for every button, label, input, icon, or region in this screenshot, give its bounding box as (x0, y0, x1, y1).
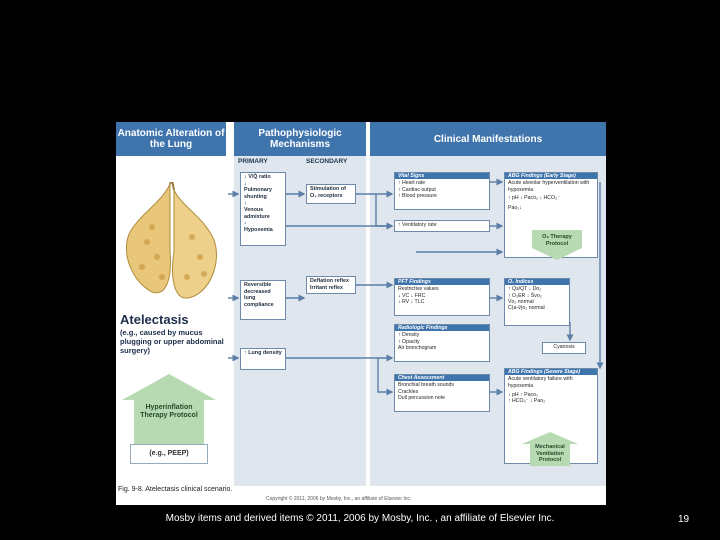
o2-protocol-arrow (532, 230, 582, 260)
mechanism-density-text: ↑ Lung density (244, 350, 282, 356)
secondary-stimulation: Stimulation of O₂ receptors (306, 184, 356, 204)
header-pathophysiologic: Pathophysiologic Mechanisms (234, 122, 366, 156)
chest-assessment-header: Chest Assessment (395, 375, 489, 382)
radiologic-line: ↑ Density (398, 332, 420, 339)
radiologic-header: Radiologic Findings (395, 325, 489, 332)
mechanism-hypoxemia: Hypoxemia (244, 226, 273, 233)
o2-protocol-label: O₂ Therapy Protocol (542, 234, 572, 247)
figure-copyright: Copyright © 2011, 2006 by Mosby, Inc., a… (266, 496, 412, 502)
pft-line: ↓ RV ↓ TLC (398, 298, 425, 305)
deflation-text: Deflation reflex Irritant reflex (310, 278, 349, 291)
abg-early-line: ↑ pH ↓ Paco₂ ↓ HCO₃⁻ (508, 194, 560, 201)
ventilation-protocol-label: Mechanical Ventilation Protocol (535, 444, 565, 463)
chest-line: Bronchial breath sounds (398, 382, 454, 389)
arrow-down: ↓ (244, 220, 247, 227)
vital-sign-line: ↑ Cardiac output (398, 186, 436, 193)
figure-caption: Fig. 9-8. Atelectasis clinical scenario. (118, 486, 233, 493)
chest-assessment-box: Chest Assessment Bronchial breath sounds… (394, 374, 490, 412)
primary-label: PRIMARY (238, 158, 268, 165)
abg-severe-line: ↑ HCO₃⁻ ↓ Pao₂ (508, 398, 546, 405)
mechanism-vq-ratio: ↓ V̇/Q̇ ratio (244, 174, 271, 180)
atelectasis-description: (e.g., caused by mucus plugging or upper… (120, 328, 224, 355)
header-clinical: Clinical Manifestations (370, 122, 606, 156)
o2-indices-header: O₂ Indices (505, 279, 569, 286)
cyanosis-box: Cyanosis (542, 342, 586, 354)
secondary-deflation: Deflation reflex Irritant reflex (306, 276, 356, 294)
connector-lines (228, 178, 604, 396)
radiologic-line: Air bronchogram (398, 344, 437, 351)
o2-index-line: C(a-v̄)o₂ normal (508, 305, 545, 312)
chest-line: Dull percussion note (398, 394, 446, 401)
pft-findings-header: PFT Findings (395, 279, 489, 286)
radiologic-line: ↑ Opacity (398, 338, 420, 345)
ventilatory-rate-box: ↑ Ventilatory rate (394, 220, 490, 232)
vital-signs-header: Vital Signs (395, 173, 489, 180)
mechanism-shunting: Pulmonary shunting (244, 187, 272, 200)
cyanosis-text: Cyanosis (553, 344, 575, 350)
primary-mechanism-density: ↑ Lung density (240, 348, 286, 370)
secondary-label: SECONDARY (306, 158, 348, 165)
hyperinflation-arrow-shape (122, 374, 216, 464)
pft-line: Restrictive values (398, 286, 439, 293)
pft-line: ↓ VC ↓ FRC (398, 292, 426, 299)
hyperinflation-protocol-label: Hyperinflation Therapy Protocol (140, 404, 198, 419)
abg-severe-header: ABG Findings (Severe Stage) (505, 369, 597, 376)
vital-sign-line: ↑ Blood pressure (398, 192, 437, 199)
arrow-down: ↓ (244, 200, 247, 207)
lung-illustration (125, 182, 217, 299)
ventilation-protocol-arrow (522, 432, 578, 466)
header-anatomic: Anatomic Alteration of the Lung (116, 122, 226, 156)
o2-index-line: ↑ O₂ER ↓ S̄vo₂ (508, 292, 542, 299)
o2-index-line: V̇o₂ normal (508, 298, 534, 305)
primary-mechanisms-hypoxemia: ↓ V̇/Q̇ ratio ↓ Pulmonary shunting ↓ Ven… (240, 172, 286, 246)
abg-early-line: Acute alveolar hyperventilation with hyp… (508, 180, 590, 193)
radiologic-findings-box: Radiologic Findings ↑ Density ↑ Opacity … (394, 324, 490, 362)
primary-mechanism-compliance: Reversible decreased lung compliance (240, 280, 286, 320)
abg-severe-line: Acute ventilatory failure with hypoxemia (508, 376, 573, 389)
mechanism-venous-admixture: Venous admixture (244, 206, 270, 220)
ventilatory-rate-text: ↑ Ventilatory rate (398, 222, 437, 228)
peep-label: (e.g., PEEP) (130, 444, 208, 464)
chest-line: Crackles (398, 388, 419, 395)
arrow-down: ↓ (244, 180, 247, 187)
stimulation-text: Stimulation of O₂ receptors (310, 186, 346, 199)
page-number: 19 (678, 514, 690, 525)
o2-index-line: ↑ Qs/QT ↓ Do₂ (508, 286, 542, 293)
pft-findings-box: PFT Findings Restrictive values ↓ VC ↓ F… (394, 278, 490, 316)
footer-copyright: Mosby items and derived items © 2011, 20… (165, 513, 555, 524)
mechanism-compliance-text: Reversible decreased lung compliance (244, 282, 274, 308)
abg-severe-line: ↓ pH ↑ Paco₂ (508, 391, 538, 398)
abg-early-header: ABG Findings (Early Stage) (505, 173, 597, 180)
atelectasis-title: Atelectasis (120, 312, 189, 327)
vital-sign-line: ↑ Heart rate (398, 180, 426, 187)
abg-early-line: Pao₂↓ (508, 205, 522, 212)
atelectasis-figure: Anatomic Alteration of the Lung Pathophy… (116, 122, 606, 505)
vital-signs-box: Vital Signs ↑ Heart rate ↑ Cardiac outpu… (394, 172, 490, 210)
o2-indices-box: O₂ Indices ↑ Qs/QT ↓ Do₂ ↑ O₂ER ↓ S̄vo₂ … (504, 278, 570, 326)
